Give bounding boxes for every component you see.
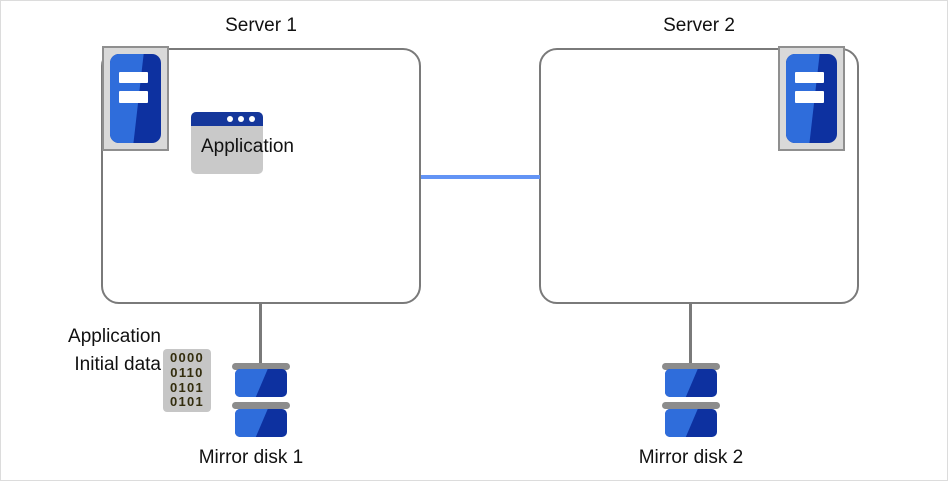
binary-row: 0000 [169, 350, 205, 366]
mirror-disk-icon [232, 361, 290, 439]
application-label: Application [201, 136, 294, 157]
disk-rim-top [232, 363, 290, 370]
server-chassis [786, 54, 837, 143]
server-1-disk-connector [259, 303, 262, 363]
mirror-disk-icon [662, 361, 720, 439]
server-icon [778, 46, 845, 151]
binary-data-icon: 0000 0110 0101 0101 [163, 349, 211, 412]
server-interconnect-link [421, 175, 540, 179]
disk-rim-middle [232, 402, 290, 409]
server-1-title: Server 1 [225, 15, 297, 36]
mirror-disk-1-label: Mirror disk 1 [198, 447, 304, 468]
server-2-disk-connector [689, 303, 692, 363]
disk-platter-top [235, 369, 287, 397]
server-2-box [539, 48, 859, 304]
window-dot-icon [249, 116, 255, 122]
initial-data-label-line1: Application [68, 326, 161, 347]
server-icon [102, 46, 169, 151]
server-bar-top [794, 71, 825, 84]
disk-platter-bottom [235, 409, 287, 437]
window-dot-icon [238, 116, 244, 122]
server-bar-bottom [118, 91, 149, 103]
initial-data-label-line2: Initial data [74, 353, 161, 375]
window-titlebar [191, 112, 263, 126]
disk-platter-bottom [665, 409, 717, 437]
server-bar-bottom [794, 91, 825, 103]
server-chassis [110, 54, 161, 143]
disk-platter-top [665, 369, 717, 397]
disk-rim-middle [662, 402, 720, 409]
window-dot-icon [227, 116, 233, 122]
binary-row: 0110 [170, 364, 204, 380]
initial-data-label: Application Initial data [11, 323, 161, 378]
mirror-disk-2-label: Mirror disk 2 [638, 447, 744, 468]
binary-row: 0101 [169, 394, 205, 410]
binary-row: 0101 [169, 379, 205, 395]
server-bar-top [118, 71, 149, 84]
disk-rim-top [662, 363, 720, 370]
server-2-title: Server 2 [663, 15, 735, 36]
application-window-icon [191, 112, 263, 174]
